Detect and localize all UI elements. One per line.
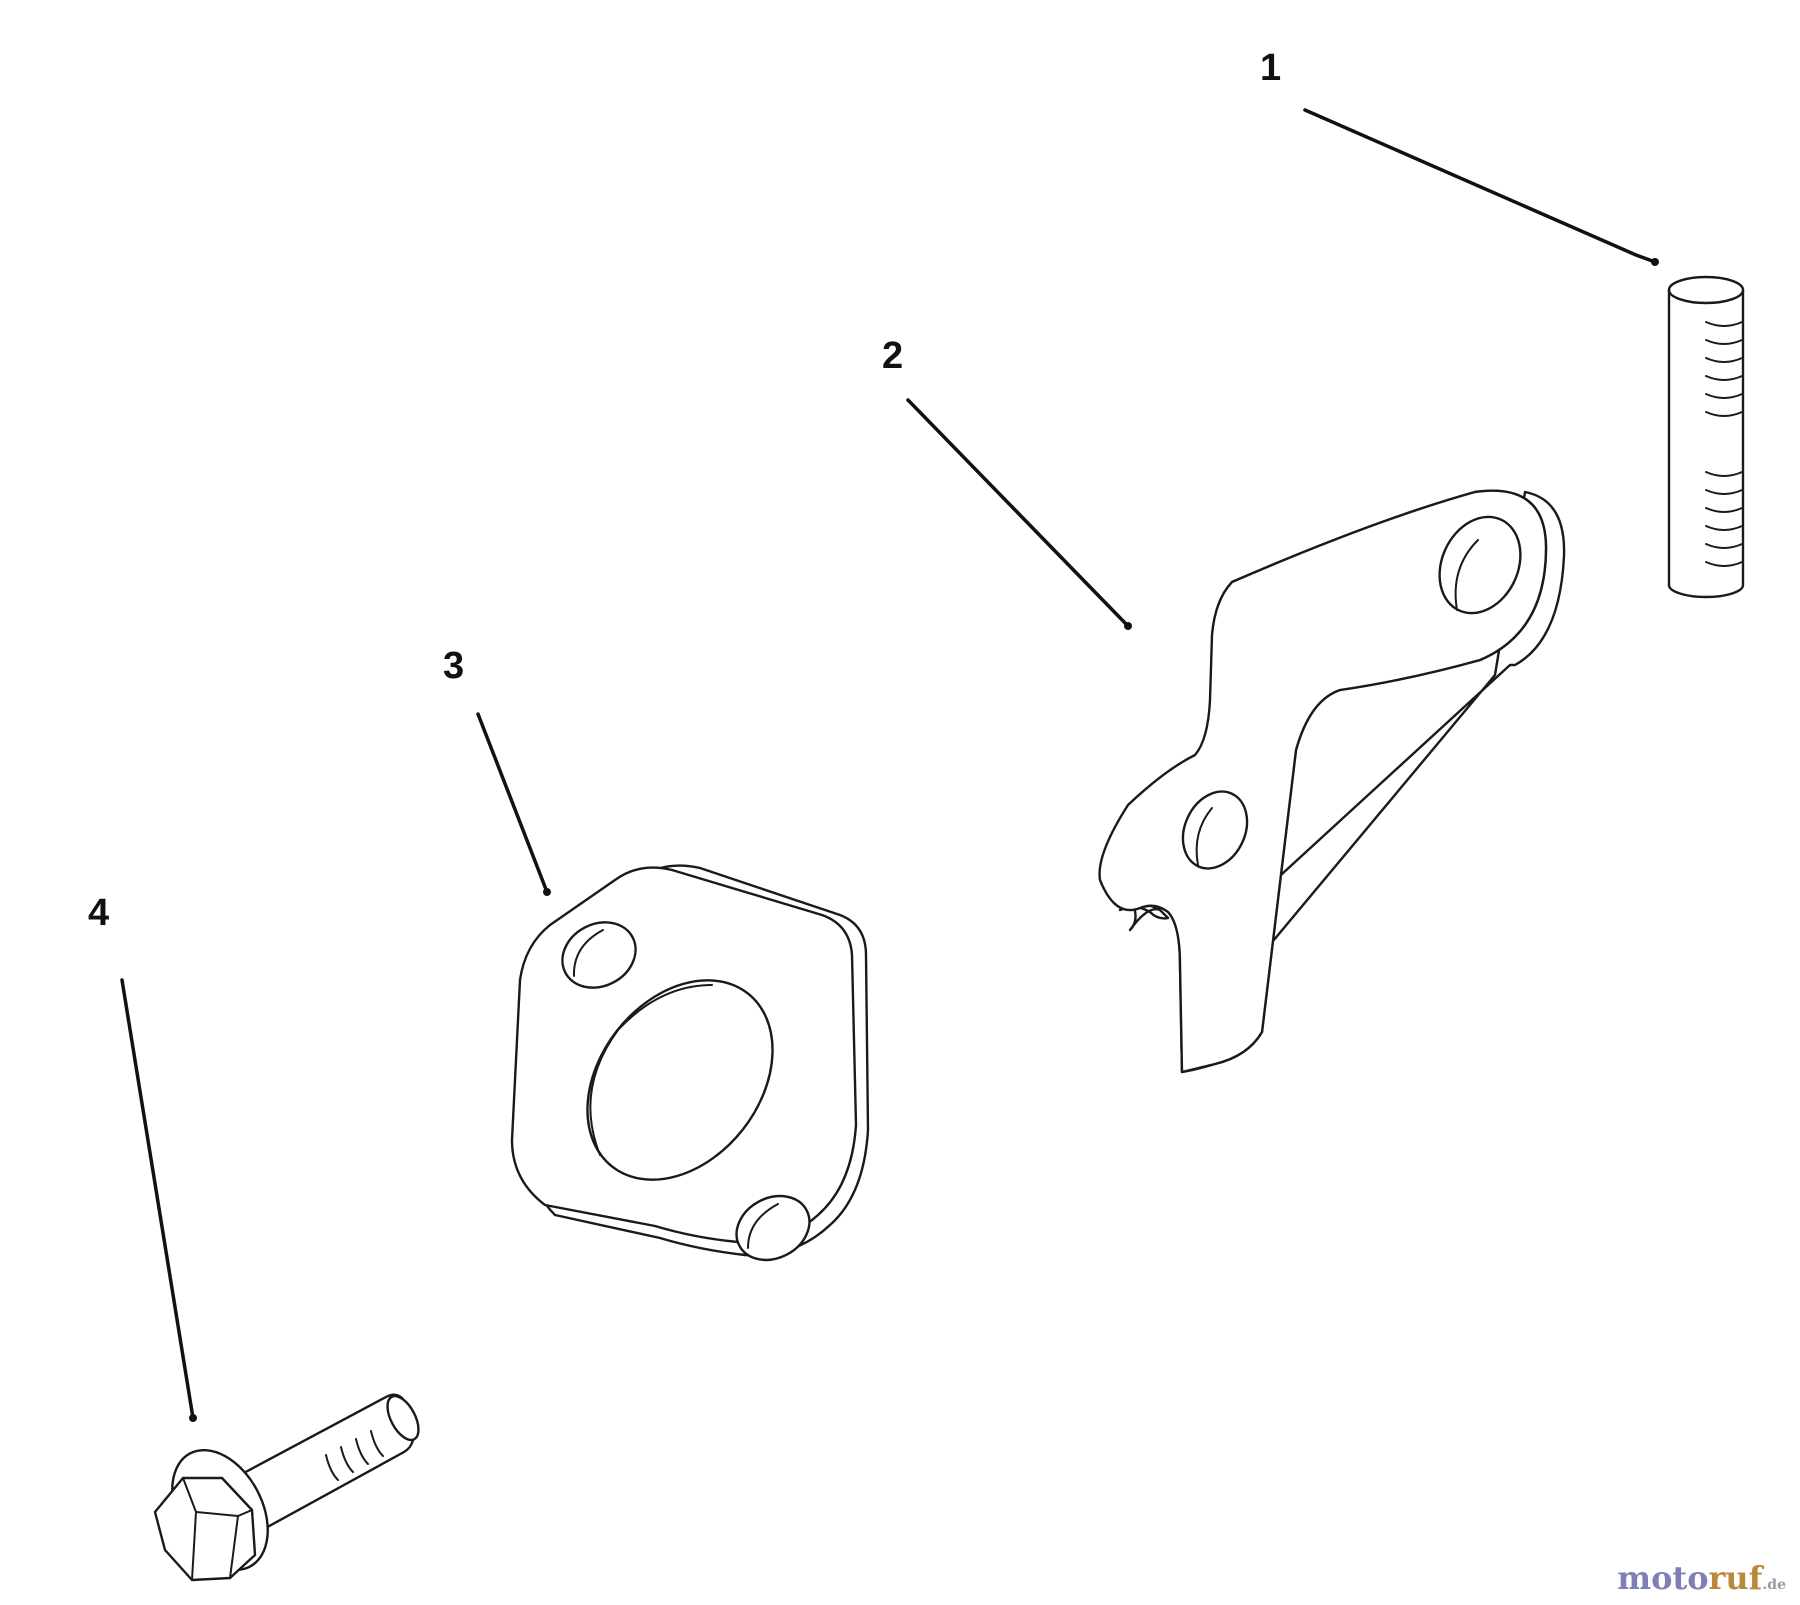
leader-3 xyxy=(476,712,551,896)
gasket-hole-top-left xyxy=(561,921,637,989)
bracket-lower-hole xyxy=(1181,790,1249,870)
callout-3: 3 xyxy=(443,645,464,687)
callout-4: 4 xyxy=(88,892,109,934)
bracket-upper-hole xyxy=(1438,515,1522,615)
callout-2: 2 xyxy=(882,335,903,377)
watermark-part-b: ruf xyxy=(1708,1559,1763,1597)
leader-1 xyxy=(1303,108,1659,266)
watermark-part-a: moto xyxy=(1617,1559,1709,1597)
gasket-hole-bottom-right xyxy=(735,1194,811,1262)
part-4-bolt xyxy=(153,1393,420,1582)
watermark-part-c: .de xyxy=(1762,1577,1786,1593)
pin-thread-marks xyxy=(1705,321,1743,567)
callout-1: 1 xyxy=(1260,47,1281,89)
part-2-bracket xyxy=(1098,489,1566,1074)
gasket-center-port xyxy=(586,979,774,1181)
bolt-thread-marks xyxy=(325,1430,384,1481)
leader-4 xyxy=(120,978,197,1422)
part-3-gasket xyxy=(510,864,870,1262)
leader-2 xyxy=(906,398,1132,630)
part-1-pin xyxy=(1667,275,1745,599)
watermark-logo: motoruf.de xyxy=(1617,1559,1786,1597)
